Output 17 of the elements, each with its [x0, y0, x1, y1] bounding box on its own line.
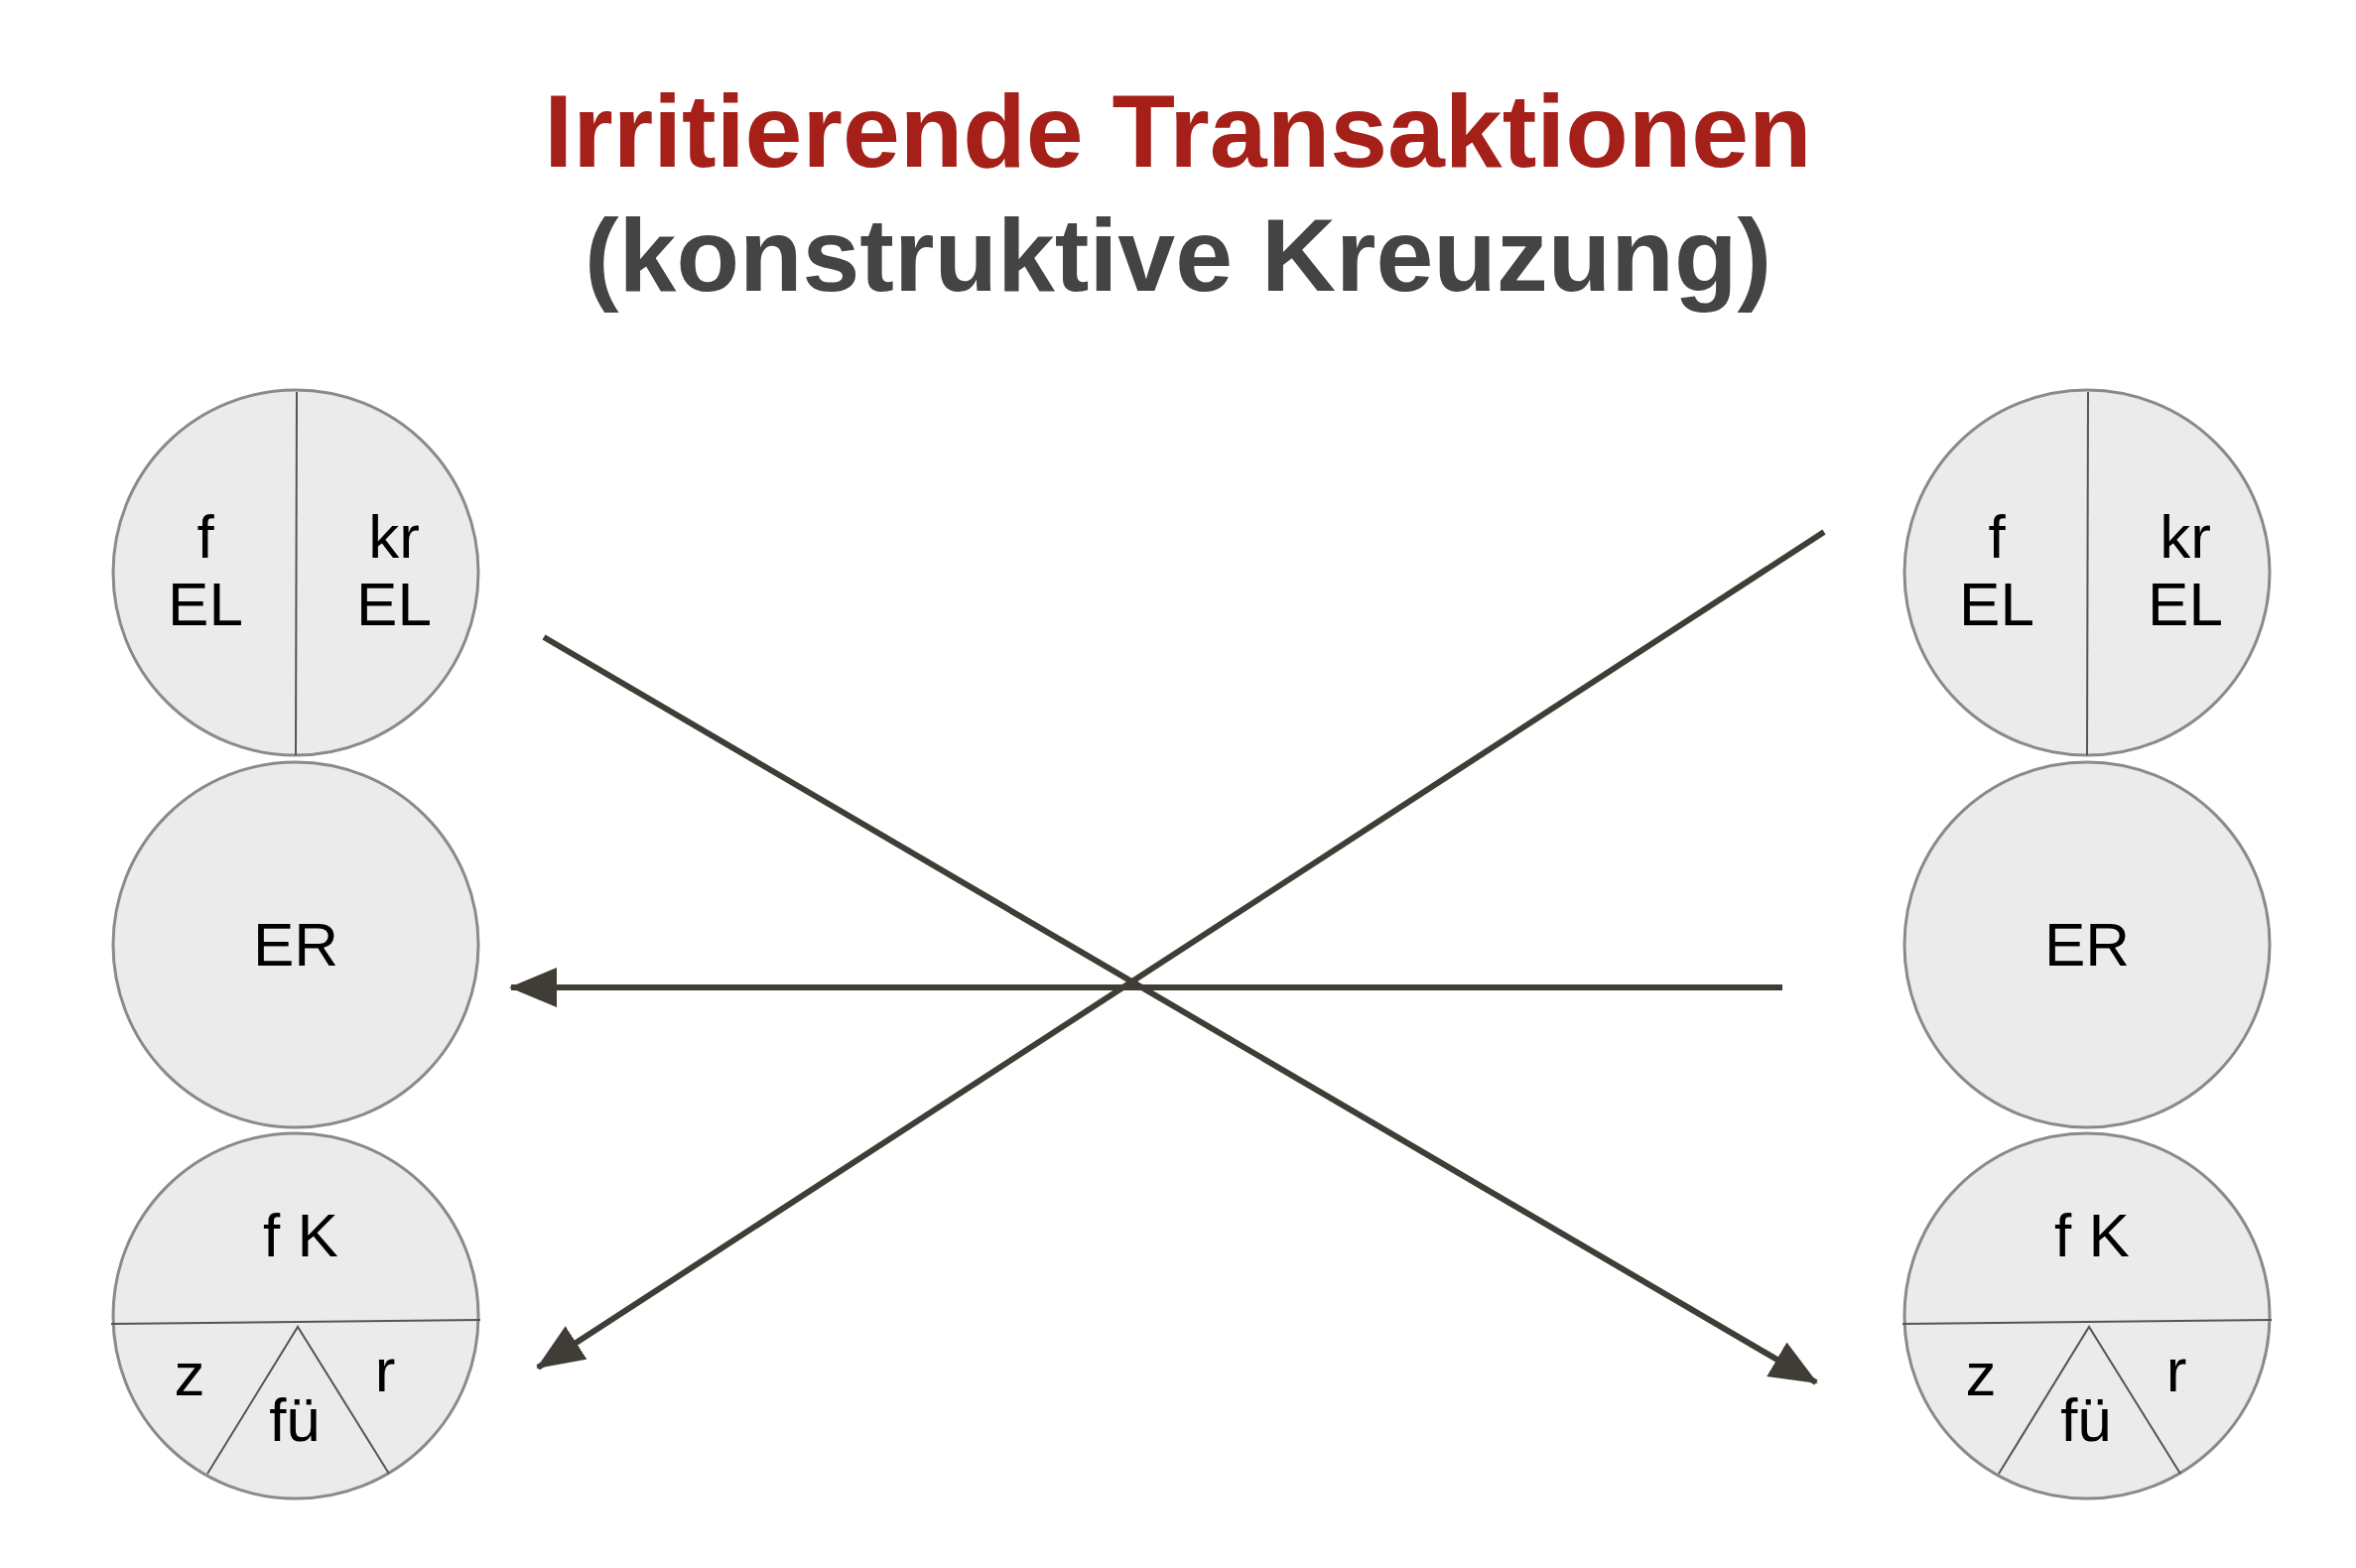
circle-label: z	[1965, 1340, 1997, 1409]
title: Irritierende Transaktionen	[544, 72, 1812, 191]
circle-label: f EL	[1958, 502, 2035, 639]
circle-label: fü	[2060, 1385, 2112, 1455]
circle-label: kr EL	[2147, 502, 2224, 639]
circle-label: kr EL	[355, 502, 433, 639]
circle-label: r	[2165, 1336, 2187, 1405]
circle-label: ER	[2043, 910, 2131, 980]
arrow	[509, 968, 1782, 1007]
subtitle: (konstruktive Kreuzung)	[584, 196, 1772, 315]
circle-label: ER	[252, 910, 339, 980]
circle-label: r	[374, 1336, 396, 1405]
circle-label: z	[174, 1340, 205, 1409]
circle-label: f K	[2054, 1201, 2130, 1270]
circle-label: f K	[263, 1201, 338, 1270]
circle-label: fü	[269, 1385, 321, 1455]
circle-label: f EL	[167, 502, 244, 639]
